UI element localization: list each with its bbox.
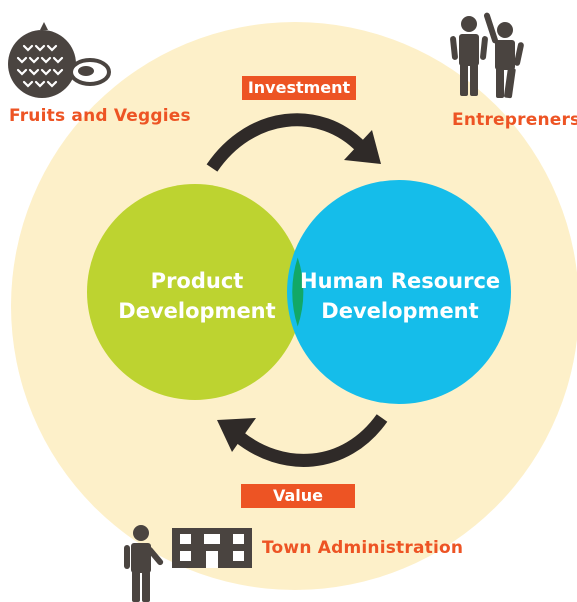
human-line-2: Development <box>321 299 479 323</box>
human-resource-development-label: Human Resource Development <box>300 266 500 326</box>
town-administration-label: Town Administration <box>262 538 464 558</box>
entrepreneurs-label: Entrepreners <box>452 110 577 130</box>
fruits-and-veggies-label: Fruits and Veggies <box>9 106 191 126</box>
human-line-1: Human Resource <box>300 269 501 293</box>
product-development-circle <box>87 184 303 400</box>
circle-overlap <box>292 257 304 327</box>
investment-tag: Investment <box>242 76 356 100</box>
product-line-2: Development <box>118 299 276 323</box>
bottom-cycle-arrow <box>217 414 388 467</box>
human-resource-development-circle <box>287 180 511 404</box>
durian-and-fruit-icon <box>8 22 111 98</box>
product-line-1: Product <box>150 269 244 293</box>
top-cycle-arrow <box>206 113 381 172</box>
two-people-icon <box>450 12 524 99</box>
building-icon <box>172 528 252 568</box>
person-presenting-icon <box>124 525 164 602</box>
product-development-label: Product Development <box>107 266 287 326</box>
value-tag: Value <box>241 484 355 508</box>
